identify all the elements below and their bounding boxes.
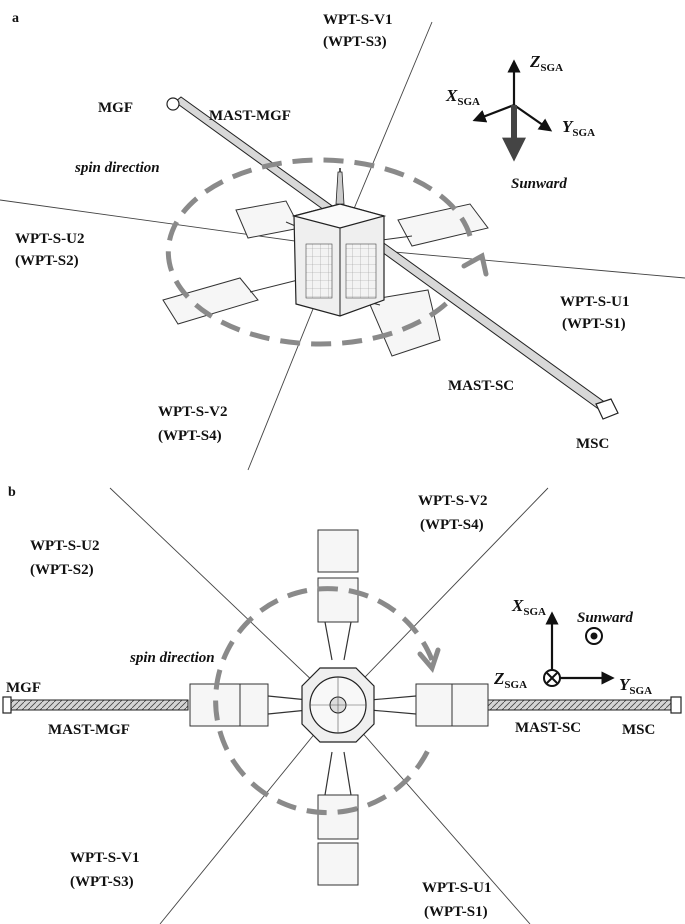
msc-sensor-b [670,696,682,714]
label-b-msc: MSC [622,722,655,738]
y-axis-arrow-a [513,104,553,132]
mast-boom-b-right [487,699,673,711]
solar-panel-b-right-2 [451,683,489,727]
label-b-wpt-s2: (WPT-S2) [30,562,94,578]
spacecraft-body-b [301,667,375,743]
label-a-mast-mgf: MAST-MGF [209,108,291,124]
y-axis-label-b: YSGA [619,675,652,697]
spin-arrowhead-a [461,252,489,277]
x-axis-arrow-a [472,103,515,123]
solar-panel-a-upper-right [397,203,489,247]
label-a-wpt-s-u1: WPT-S-U1 [560,294,629,310]
x-axis-label-b: XSGA [511,596,546,618]
label-a-mast-sc: MAST-SC [448,378,514,394]
wire-antenna-b-u2 [109,487,339,706]
panel-a-letter: a [12,11,19,26]
label-a-wpt-s-u2: WPT-S-U2 [15,231,84,247]
solar-panel-b-top-1 [317,529,359,573]
label-b-wpt-s-v1: WPT-S-V1 [70,850,139,866]
wire-antenna-u2 [0,199,339,248]
panel-b: b [2,485,682,924]
label-b-mast-sc: MAST-SC [515,720,581,736]
msc-sensor-a [595,398,619,420]
mgf-sensor-a [166,97,180,111]
label-a-wpt-s3: (WPT-S3) [323,34,387,50]
solar-panel-a-upper-left [235,200,301,239]
label-b-wpt-s4: (WPT-S4) [420,517,484,533]
spin-direction-a [165,157,489,347]
solar-panel-b-top-2 [317,577,359,623]
sunward-label-b: Sunward [577,610,633,626]
spin-arrowhead-b [417,647,441,673]
wire-antenna-b-u1 [337,704,531,924]
label-a-wpt-s2: (WPT-S2) [15,253,79,269]
mast-boom-a [174,96,611,414]
label-b-wpt-s3: (WPT-S3) [70,874,134,890]
label-a-wpt-s1: (WPT-S1) [562,316,626,332]
spacecraft-body-a [291,168,387,317]
solar-panels-a [162,200,489,357]
spin-circle-b [213,586,435,816]
solar-panel-a-lower-left [162,277,259,325]
label-a-wpt-s4: (WPT-S4) [158,428,222,444]
label-b-wpt-s-v2: WPT-S-V2 [418,493,487,509]
wire-antenna-b-v2 [337,487,549,706]
z-axis-label-a: ZSGA [529,52,563,74]
label-b-spin-direction: spin direction [129,650,215,666]
wire-antenna-b-v1 [159,704,339,924]
solar-panel-b-left-2 [239,683,269,727]
solar-panels-b [189,529,489,886]
spin-direction-b [213,586,441,816]
spin-ellipse-a [165,157,473,347]
y-axis-label-a: YSGA [562,117,595,139]
label-b-mgf: MGF [6,680,41,696]
label-a-mgf: MGF [98,100,133,116]
solar-panel-b-bottom-2 [317,842,359,886]
label-a-msc: MSC [576,436,609,452]
mast-a [166,96,619,420]
label-b-wpt-s-u1: WPT-S-U1 [422,880,491,896]
body-a-top [291,203,387,229]
sunward-label-a: Sunward [511,176,567,192]
mgf-sensor-b [2,696,12,714]
mast-boom-b-left [9,699,189,711]
x-axis-label-a: XSGA [445,86,480,108]
panel-b-letter: b [8,485,16,500]
label-b-mast-mgf: MAST-MGF [48,722,130,738]
axes-triad-b: XSGA YSGA ZSGA Sunward [493,596,652,697]
label-a-wpt-s-v2: WPT-S-V2 [158,404,227,420]
label-a-wpt-s-v1: WPT-S-V1 [323,12,392,28]
solar-panel-b-right-1 [415,683,453,727]
label-b-wpt-s-u2: WPT-S-U2 [30,538,99,554]
axes-triad-a: ZSGA XSGA YSGA Sunward [445,52,595,192]
label-b-wpt-s1: (WPT-S1) [424,904,488,920]
label-a-spin-direction: spin direction [74,160,160,176]
z-axis-label-b: ZSGA [493,669,527,691]
solar-panel-b-bottom-1 [317,794,359,840]
panel-a: a [0,11,685,471]
